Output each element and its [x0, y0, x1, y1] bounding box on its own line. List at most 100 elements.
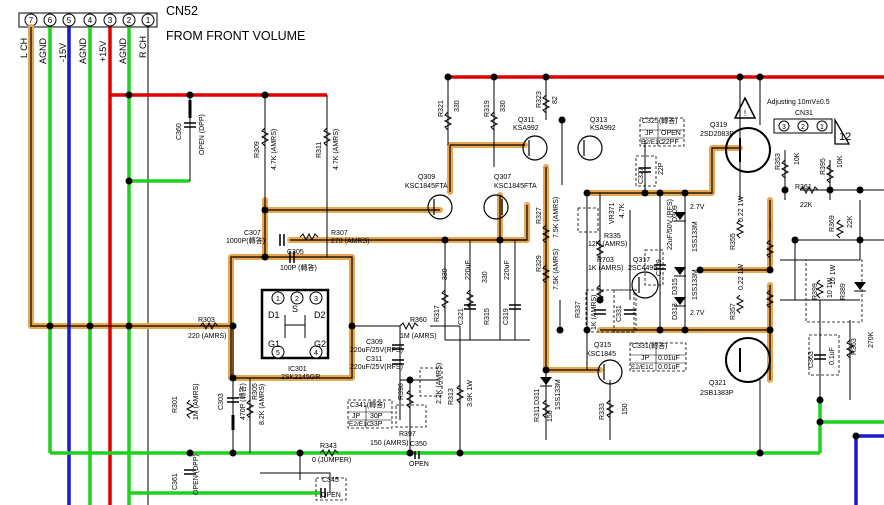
d313-value: 2.7V	[690, 310, 705, 317]
transistors	[427, 127, 771, 385]
vr371-ref: VR371	[609, 202, 616, 224]
c307-value: 1000P(轉答)	[226, 236, 265, 245]
c307-ref: C307	[244, 230, 261, 237]
q309-type: KSC1845FTA	[405, 183, 448, 190]
q317-ref: Q317	[633, 257, 650, 264]
c360-ref: C360	[176, 123, 183, 140]
c325-a: E2/E1C	[641, 139, 664, 146]
c350-ref: C350	[410, 441, 427, 448]
c325-open: OPEN	[661, 130, 681, 137]
r307-value: 270 (AMRS)	[331, 238, 370, 245]
c311-value: 220uF/25V(RFS)	[350, 364, 403, 371]
c363-ref: C363	[808, 351, 815, 368]
q315-type: KSC1845	[586, 351, 616, 358]
cn52-pin-4: 4	[88, 16, 93, 25]
q307-type: KSC1845FTA	[494, 183, 537, 190]
r301-value: 1M (AMRS)	[193, 383, 200, 420]
cn31-pin-1: 1	[820, 124, 824, 131]
c305-value: 100P (轉答)	[280, 263, 317, 272]
ic-g1: G1	[268, 339, 280, 349]
d315-ref: D315	[672, 278, 679, 295]
r360-value: 1M (AMRS)	[400, 333, 437, 340]
q313-type: KSA992	[590, 125, 616, 132]
r343-value: 0 (JUMPER)	[312, 457, 351, 464]
r398-value: 2.2K (AMRS)	[436, 363, 443, 404]
r313-ref: R313	[448, 388, 455, 405]
c331-b: E2/E1C	[631, 364, 654, 371]
r395-value: 10K	[837, 155, 844, 168]
q311-ref: Q311	[518, 117, 535, 124]
r343-ref: R343	[320, 443, 337, 450]
ic301: 1 2 3 4 5 D1 G1 S D2 G2 IC301 2SK2145GR	[260, 288, 330, 381]
r301-ref: R301	[172, 396, 179, 413]
ic-d2: D2	[314, 310, 326, 320]
c329-ref: C329	[656, 259, 663, 276]
c363-value: 0.1uF	[829, 347, 836, 365]
q319-type: 2SD2083P	[700, 131, 734, 138]
c325-ref: C325(轉答)	[642, 116, 677, 125]
r361-ref: R361	[795, 184, 812, 191]
signal-pos15: +15V	[98, 41, 108, 62]
c331-a: 0.01uF	[658, 355, 680, 362]
c341-a: 30P	[370, 413, 383, 420]
c360-value: OPEN (DPP)	[199, 114, 206, 155]
r317-ref: R317	[434, 305, 441, 322]
c331-c: 0.01uF	[658, 364, 680, 371]
c361-ref: C361	[172, 473, 179, 490]
r337-value: 1K (AMRS)	[591, 295, 598, 330]
cn52-pin-3: 3	[108, 16, 113, 25]
r311-ref: R311	[316, 142, 323, 158]
junctions	[46, 73, 864, 457]
ic-pin-5: 5	[276, 350, 280, 357]
d311-ref: D311	[534, 389, 541, 405]
signal-rch: R CH	[138, 36, 148, 58]
c309-ref: C309	[366, 339, 383, 346]
d313-ref: D313	[672, 303, 679, 320]
r337-ref: R337	[575, 301, 582, 318]
cn31-pin-3: 3	[782, 124, 786, 131]
rails	[28, 24, 884, 505]
c325-b: 22PF	[662, 139, 679, 146]
q307-ref: Q307	[494, 174, 511, 181]
c331-ref: C331(轉答)	[632, 341, 667, 350]
r389-ref: R389	[840, 283, 847, 300]
q311-type: KSA992	[513, 125, 539, 132]
r703-value: 1K (AMRS)	[588, 265, 623, 272]
r369-ref: R369	[829, 215, 836, 232]
r389-value: 10 1W	[830, 264, 837, 285]
cn52-pin-6: 6	[48, 16, 53, 25]
c345-value: OPEN	[321, 492, 341, 499]
d309-value: 2.7V	[690, 204, 705, 211]
r319-value: 330	[500, 100, 507, 112]
black-wiring	[188, 77, 884, 493]
q315-ref: Q315	[594, 342, 611, 349]
cn52-pin-1: 1	[146, 16, 151, 25]
r357-value: 0.22 1W	[738, 264, 745, 290]
r333-ref: R333	[599, 403, 606, 420]
ic301-label: IC301	[288, 366, 307, 373]
cn31-adjust: 3 2 1 CN31 Adjusting 10mV±0.5 ! 12	[733, 96, 851, 145]
r399-ref: R399	[812, 283, 819, 300]
q321-ref: Q321	[709, 380, 726, 387]
r398-ref: R398	[398, 383, 405, 400]
r311b-value: 150	[547, 410, 554, 422]
c325-jp: JP	[645, 130, 654, 137]
q319-ref: Q319	[710, 122, 727, 129]
r311-value: 4.7K (AMRS)	[333, 129, 340, 170]
d309-ref: D309	[672, 205, 679, 222]
connector-cn52: 7 6 5 4 3 2 1 CN52 FROM FRONT VOLUME L C…	[18, 4, 305, 505]
r315-value: 330	[482, 271, 489, 283]
r311b-ref: R311	[534, 406, 541, 422]
r329-value: 7.5K (AMRS)	[553, 249, 560, 290]
r323-value: 82	[552, 96, 559, 104]
c331-jp: JP	[641, 355, 650, 362]
vr371-value: 4.7K	[619, 203, 626, 218]
marker-triangle-icon	[834, 117, 851, 145]
r315-ref: R315	[484, 308, 491, 325]
warning-triangle-icon	[733, 96, 757, 119]
r333-value: 150	[622, 403, 629, 415]
r353-value: 10K	[794, 152, 801, 165]
marker-12: 12	[839, 131, 851, 143]
r361-value: 22K	[800, 202, 813, 209]
